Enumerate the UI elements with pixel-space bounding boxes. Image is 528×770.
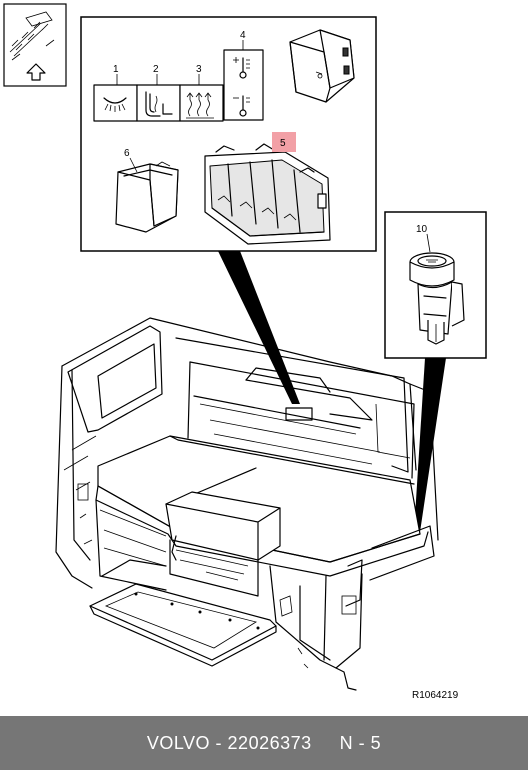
cargo-area	[55, 317, 439, 691]
temperature-symbol	[223, 49, 264, 121]
pointer-wedge-main	[218, 251, 300, 404]
callout-5: 5	[280, 138, 286, 149]
highlight-5	[272, 132, 296, 152]
arrow-up-icon	[26, 63, 46, 81]
footer-separator: -	[210, 732, 228, 753]
symbol-strip	[93, 84, 224, 122]
callout-10: 10	[416, 224, 428, 235]
callout-4: 4	[240, 30, 246, 41]
footer-section: N - 5	[339, 732, 382, 753]
temperature-icon	[233, 57, 250, 117]
switch-frame	[204, 143, 331, 245]
parts-diagram: 1 2 3 4	[3, 3, 487, 701]
callout-6: 6	[124, 148, 130, 159]
footer-brand: VOLVO	[146, 732, 211, 753]
drawing-reference: R1064219	[412, 690, 459, 701]
power-socket	[409, 252, 465, 345]
rocker-switch	[289, 29, 355, 103]
callout-1: 1	[113, 64, 119, 75]
footer-bar: VOLVO - 22026373 N - 5	[0, 716, 528, 770]
callout-2: 2	[153, 64, 159, 75]
orientation-icon	[9, 11, 55, 61]
blank-switch	[115, 161, 179, 233]
seat-heat-icon	[145, 91, 173, 117]
callout-3: 3	[196, 64, 202, 75]
rear-heat-icon	[186, 92, 214, 119]
switch-inset: 1 2 3 4	[80, 16, 377, 252]
interior-light-icon	[103, 97, 127, 112]
socket-inset: 10	[384, 211, 487, 359]
orientation-inset	[3, 3, 67, 87]
pointer-wedge-socket	[414, 358, 446, 532]
footer-part-number: 22026373	[227, 732, 312, 753]
